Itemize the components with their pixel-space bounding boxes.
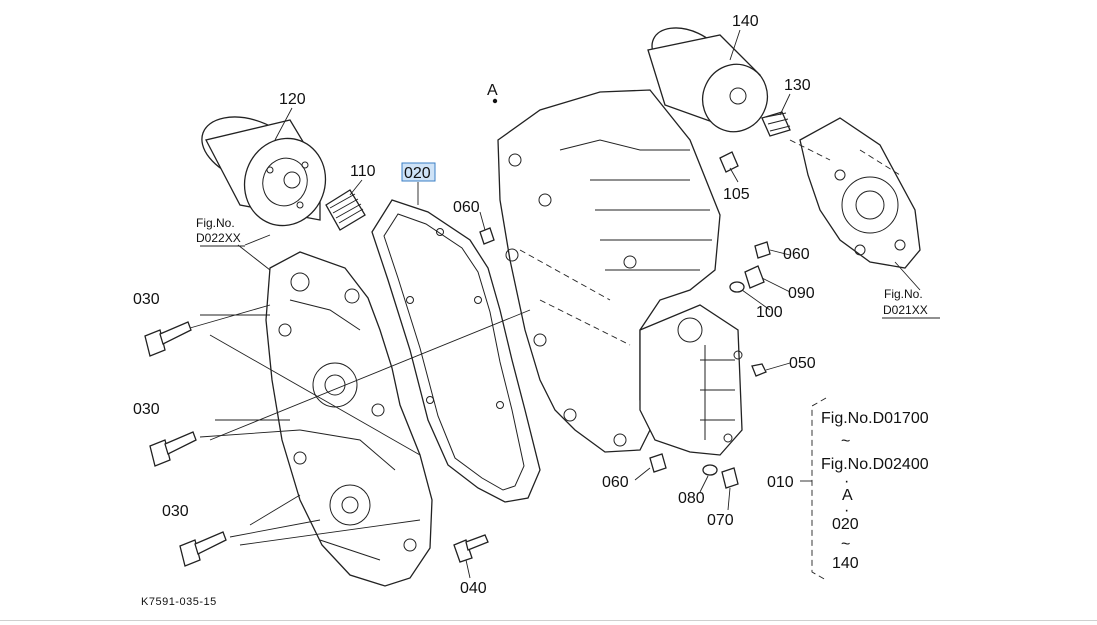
range-dot-2: ·: [844, 502, 849, 519]
fig-ref-left-prefix[interactable]: Fig.No.: [196, 216, 235, 230]
label-030-c[interactable]: 030: [162, 503, 189, 520]
label-060-b[interactable]: 060: [783, 246, 810, 263]
label-090[interactable]: 090: [788, 285, 815, 302]
bolt-030-b[interactable]: [149, 431, 197, 467]
o-ring-080[interactable]: [702, 464, 718, 476]
plug-090[interactable]: [744, 265, 765, 289]
plug-060-c[interactable]: [649, 453, 667, 473]
drawing-code: K7591-035-15: [141, 596, 217, 608]
nipple-130[interactable]: [761, 111, 791, 137]
range-part-to: 140: [832, 555, 859, 572]
gasket-020[interactable]: [371, 199, 541, 503]
fig-ref-right-prefix[interactable]: Fig.No.: [884, 287, 923, 301]
bolt-030-c[interactable]: [179, 531, 227, 567]
range-tilde-1: ~: [841, 433, 850, 450]
range-dot-1: ·: [844, 473, 849, 490]
label-060-a[interactable]: 060: [453, 199, 480, 216]
label-050[interactable]: 050: [789, 355, 816, 372]
fig-ref-right-code[interactable]: D021XX: [883, 303, 928, 317]
leader-lines: [189, 29, 940, 579]
range-from: Fig.No.D01700: [821, 410, 929, 427]
plug-105[interactable]: [719, 151, 739, 173]
range-to: Fig.No.D02400: [821, 456, 929, 473]
plug-060-b[interactable]: [754, 241, 771, 259]
label-070[interactable]: 070: [707, 512, 734, 529]
side-valve-body: [639, 304, 743, 456]
label-030-a[interactable]: 030: [133, 291, 160, 308]
label-080[interactable]: 080: [678, 490, 705, 507]
range-part-from: 020: [832, 516, 859, 533]
label-030-b[interactable]: 030: [133, 401, 160, 418]
label-060-c[interactable]: 060: [602, 474, 629, 491]
label-100[interactable]: 100: [756, 304, 783, 321]
label-120[interactable]: 120: [279, 91, 306, 108]
range-note: 010 Fig.No.D01700 ~ Fig.No.D02400 · A · …: [767, 397, 929, 581]
o-ring-100[interactable]: [729, 281, 745, 293]
oil-filter-120[interactable]: [193, 105, 338, 237]
front-cover-assembly: [265, 251, 433, 587]
range-tilde-2: ~: [841, 536, 850, 553]
bolt-040[interactable]: [453, 534, 489, 563]
label-020[interactable]: 020: [404, 165, 431, 182]
label-110[interactable]: 110: [350, 163, 376, 180]
filter-bracket: [789, 117, 921, 269]
view-marker-a: A: [487, 82, 498, 99]
label-010[interactable]: 010: [767, 474, 794, 491]
view-marker-dot: [492, 98, 498, 104]
plug-070[interactable]: [721, 467, 739, 489]
label-040[interactable]: 040: [460, 580, 487, 597]
label-140[interactable]: 140: [732, 13, 759, 30]
plug-060-a[interactable]: [479, 227, 495, 245]
bottom-divider: [0, 620, 1097, 621]
fig-ref-left-code[interactable]: D022XX: [196, 231, 241, 245]
label-130[interactable]: 130: [784, 77, 811, 94]
oil-filter-140[interactable]: [643, 17, 778, 142]
nipple-110[interactable]: [325, 189, 366, 231]
selected-part-highlight: [401, 162, 436, 182]
bolt-030-a[interactable]: [144, 321, 192, 357]
label-105[interactable]: 105: [723, 186, 750, 203]
range-marker: A: [842, 487, 853, 504]
nut-050[interactable]: [751, 363, 767, 377]
